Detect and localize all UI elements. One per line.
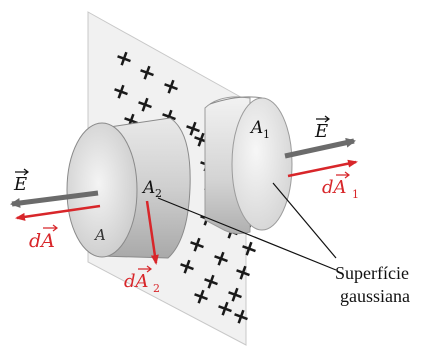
- label-A2-sub: 2: [155, 187, 162, 200]
- field-arrow-right: [284, 137, 356, 159]
- label-E-right-letter: E: [314, 121, 328, 142]
- label-dA1: dA 1: [322, 171, 359, 201]
- leader-line-right: [272, 182, 337, 259]
- label-dA2-text: dA: [124, 271, 149, 292]
- label-E-right: E: [314, 115, 330, 142]
- label-E-left: E: [13, 168, 29, 195]
- leader-line-left: [157, 197, 337, 271]
- gaussian-caption-line2: gaussiana: [340, 286, 410, 306]
- label-dA-left: dA: [29, 224, 58, 252]
- label-dA1-sub: 1: [352, 188, 359, 201]
- gaussian-caption-line1: Superfície: [335, 263, 409, 283]
- label-dA2-sub: 2: [153, 282, 160, 295]
- dA2-vector: [145, 200, 159, 265]
- label-A2: A 2: [141, 178, 162, 200]
- dA-vector-left: [15, 204, 101, 221]
- label-A1-sub: 1: [263, 128, 270, 141]
- label-dA2: dA 2: [124, 265, 160, 295]
- label-A1: A 1: [249, 118, 270, 141]
- label-A1-letter: A: [249, 118, 263, 138]
- right-cylinder: [204, 96, 293, 235]
- label-dA-left-text: dA: [29, 230, 55, 252]
- left-cylinder: [66, 117, 191, 259]
- field-arrow-left: [10, 190, 99, 208]
- dA1-vector: [287, 159, 358, 178]
- label-A-face: A: [93, 226, 106, 244]
- label-A2-letter: A: [141, 178, 155, 198]
- label-dA1-text: dA: [322, 177, 347, 198]
- label-E-left-letter: E: [13, 174, 27, 195]
